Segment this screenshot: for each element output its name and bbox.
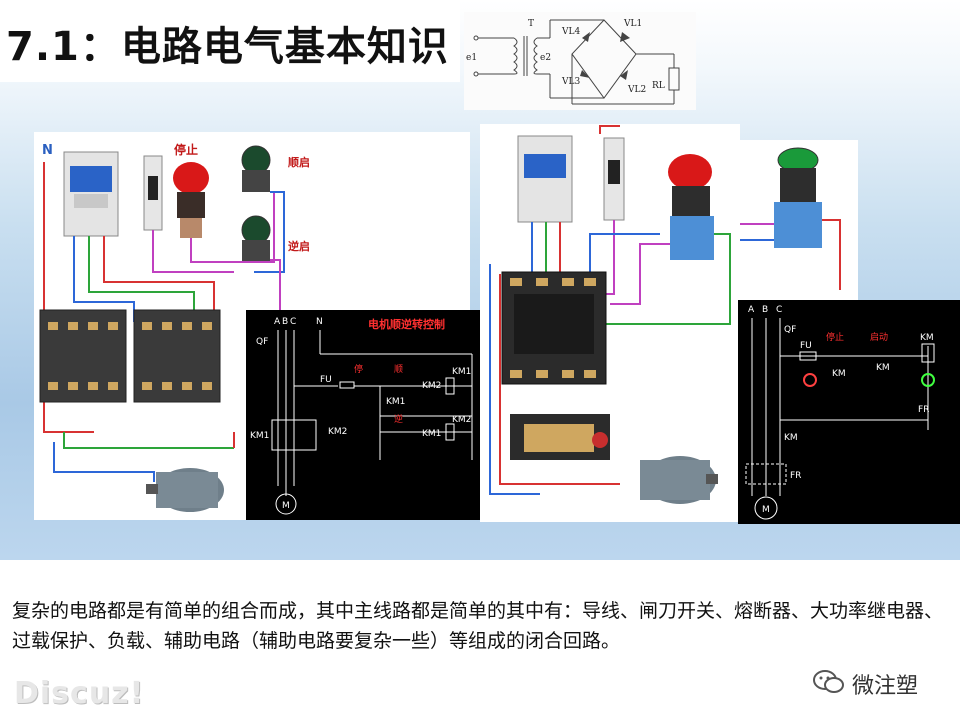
ls-label-motor: M bbox=[282, 501, 290, 511]
rs-label-c: C bbox=[776, 305, 782, 315]
label-vl4: VL4 bbox=[561, 27, 580, 37]
ls-label-km1-c: KM1 bbox=[422, 429, 441, 439]
ls-label-km1-b: KM1 bbox=[386, 397, 405, 407]
label-vl2: VL2 bbox=[627, 85, 646, 95]
neutral-label: N bbox=[42, 143, 53, 158]
slide-caption: 复杂的电路都是有简单的组合而成，其中主线路都是简单的其中有：导线、闸刀开关、熔断… bbox=[12, 600, 944, 652]
left-schematic-svg: 电机顺逆转控制 A B C N QF FU 停 bbox=[246, 310, 482, 520]
rs-label-a: A bbox=[748, 305, 755, 315]
rs-label-start: 启动 bbox=[870, 331, 888, 343]
left-schematic: 电机顺逆转控制 A B C N QF FU 停 bbox=[246, 310, 482, 520]
rs-label-fr-b: FR bbox=[790, 471, 801, 481]
reverse-label: 逆启 bbox=[288, 239, 310, 253]
wechat-icon bbox=[812, 668, 846, 700]
ls-label-km2-b: KM2 bbox=[452, 415, 471, 425]
label-rl: RL bbox=[652, 81, 665, 91]
stop-label: 停止 bbox=[174, 142, 198, 157]
right-schematic: A B C QF FU 停止 启动 KM KM KM FR KM FR M bbox=[738, 300, 960, 524]
rs-label-km-d: KM bbox=[784, 433, 798, 443]
forward-label: 顺启 bbox=[288, 155, 310, 169]
label-vl1: VL1 bbox=[623, 19, 642, 29]
ls-label-n: N bbox=[316, 317, 323, 327]
label-e2: e2 bbox=[540, 53, 551, 63]
rs-label-fu: FU bbox=[800, 341, 812, 351]
rs-label-fr-a: FR bbox=[918, 405, 929, 415]
rs-label-b: B bbox=[762, 305, 768, 315]
ls-label-b: B bbox=[282, 317, 288, 327]
ls-label-km1-d: KM1 bbox=[250, 431, 269, 441]
discuz-watermark: Discuz! bbox=[14, 676, 145, 711]
ls-label-fu: FU bbox=[320, 375, 332, 385]
rs-label-motor: M bbox=[762, 505, 770, 515]
schematic-title: 电机顺逆转控制 bbox=[368, 317, 445, 331]
label-vl3: VL3 bbox=[561, 77, 580, 87]
wechat-badge: 微注塑 bbox=[812, 666, 952, 702]
ls-label-a: A bbox=[274, 317, 281, 327]
right-wiring-svg bbox=[480, 124, 740, 522]
right-wiring-photo bbox=[480, 124, 740, 522]
rectifier-svg: T e1 e2 VL4 VL1 VL3 VL2 RL bbox=[466, 19, 680, 105]
wechat-account-name: 微注塑 bbox=[852, 674, 919, 699]
right-schematic-svg: A B C QF FU 停止 启动 KM KM KM FR KM FR M bbox=[738, 300, 960, 524]
ls-label-qf: QF bbox=[256, 337, 268, 347]
rs-label-stop: 停止 bbox=[826, 331, 844, 343]
right-green-button-area bbox=[740, 140, 858, 300]
ls-label-c: C bbox=[290, 317, 296, 327]
ls-label-stop: 停 bbox=[354, 363, 363, 375]
label-e1: e1 bbox=[466, 53, 477, 63]
rs-label-km-b: KM bbox=[832, 369, 846, 379]
ls-label-km2-c: KM2 bbox=[328, 427, 347, 437]
ls-label-km2-a: KM2 bbox=[422, 381, 441, 391]
ls-label-reverse: 逆 bbox=[394, 413, 403, 425]
rs-label-km-a: KM bbox=[920, 333, 934, 343]
ls-label-km1-a: KM1 bbox=[452, 367, 471, 377]
slide-title: 7.1：电路电气基本知识 bbox=[6, 24, 449, 70]
title-bar: 7.1：电路电气基本知识 bbox=[0, 0, 460, 82]
rectifier-diagram: T e1 e2 VL4 VL1 VL3 VL2 RL bbox=[464, 12, 696, 110]
right-green-button-svg bbox=[740, 140, 858, 300]
rs-label-km-c: KM bbox=[876, 363, 890, 373]
ls-label-forward: 顺 bbox=[394, 364, 403, 375]
rs-label-qf: QF bbox=[784, 325, 796, 335]
label-t: T bbox=[528, 19, 534, 29]
